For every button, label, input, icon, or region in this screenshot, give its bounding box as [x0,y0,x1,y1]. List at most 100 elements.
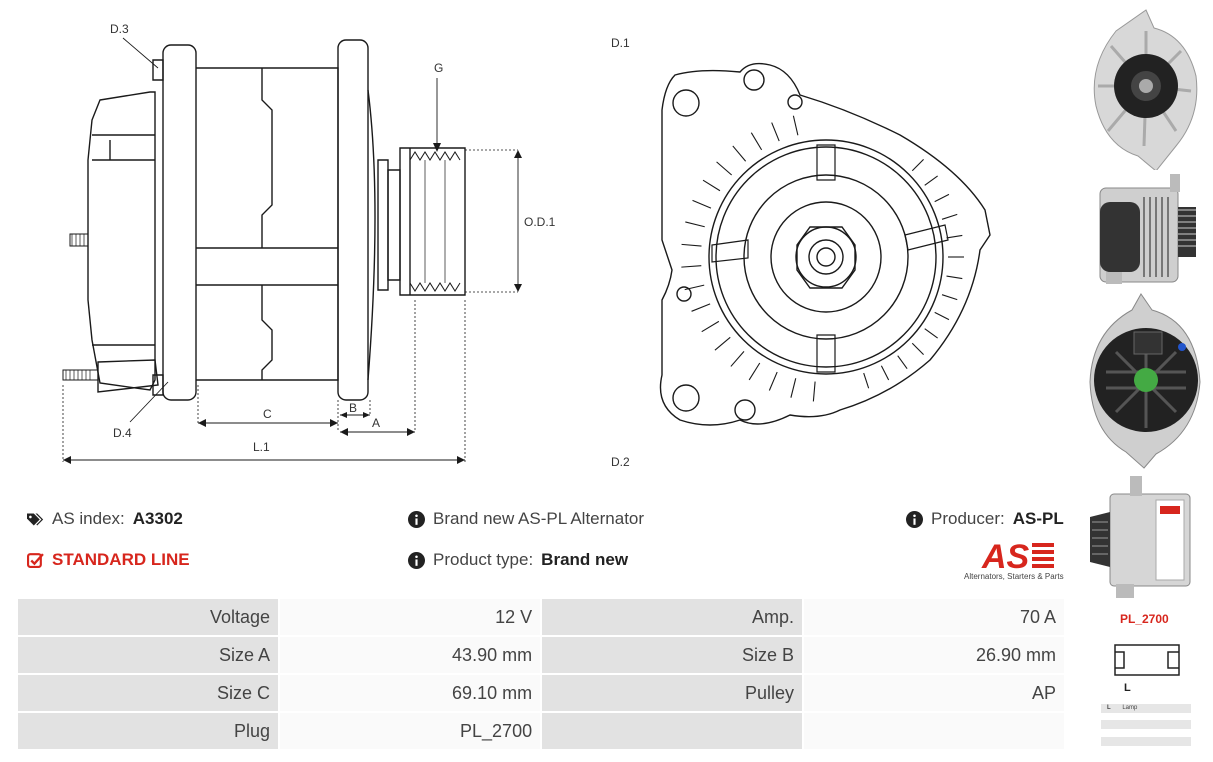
label-d2: D.2 [611,455,630,469]
spec-label: Size B [540,635,805,675]
vent-slot [750,132,763,151]
vent-slot [681,265,702,268]
product-photo-side[interactable] [1086,172,1204,290]
vent-slot [691,303,711,312]
spec-value: 69.10 mm [278,673,543,713]
label-c: C [263,407,272,421]
spec-label: Size A [15,635,281,675]
label-l1: L.1 [253,440,270,454]
spec-value: 70 A [802,597,1066,637]
spec-label: Size C [15,673,281,713]
vent-slot [771,122,780,142]
label-d3: D.3 [110,22,129,36]
info-icon [408,551,425,569]
plug-diagram [1114,644,1180,676]
plug-name: PL_2700 [1120,612,1169,626]
vent-slot [716,161,733,176]
product-type-value: Brand new [541,550,629,569]
vent-slot [714,336,731,351]
vent-slot [748,362,761,381]
vent-slot [863,372,870,389]
spec-value: AP [802,673,1066,713]
vent-slot [732,145,747,162]
label-g: G [434,61,443,75]
spec-value: PL_2700 [278,711,543,751]
pin-legend-pin: L [1107,705,1111,711]
vent-slot [880,365,890,381]
product-type-row: Product type: Brand new [408,550,628,570]
info-icon [906,510,923,528]
vent-slot [911,342,924,355]
vent-slot [812,381,816,402]
as-pl-logo: AS Alternators, Starters & Parts [960,538,1070,584]
vent-slot [685,221,705,228]
tags-icon [27,513,44,525]
vent-slot [934,311,950,321]
label-od1: O.D.1 [524,215,556,229]
vent-slot [792,115,799,136]
rear-housing [87,91,156,391]
vent-slot [911,159,924,172]
vent-slot [941,294,958,301]
front-view [659,62,991,426]
spec-value: 43.90 mm [278,635,543,675]
product-photo-label[interactable] [1086,472,1204,600]
as-index-label: AS index: [52,509,125,528]
producer-value: AS-PL [1012,509,1064,528]
pin-legend-row: L Lamp [1101,704,1191,713]
spec-label [540,711,805,751]
pulley [399,147,466,296]
as-pl-logo-mark: AS [981,538,1054,576]
vent-slot [730,350,745,367]
as-index-value: A3302 [132,509,183,528]
label-b: B [349,401,357,415]
product-type-label: Product type: [433,550,534,569]
as-index: AS index: A3302 [27,509,183,529]
spec-label: Amp. [540,597,805,637]
vent-slot [701,320,720,333]
product-line-label: STANDARD LINE [52,550,190,569]
vent-slot [934,193,950,203]
spec-label: Voltage [15,597,281,637]
pin-legend-empty-row [1101,737,1191,746]
spec-value: 12 V [278,597,543,637]
producer-label: Producer: [931,509,1005,528]
plug-pin-label: L [1124,682,1131,694]
vent-slot [946,275,963,280]
label-d4: D.4 [113,426,132,440]
product-photo-rear[interactable] [1086,292,1204,470]
vent-slot [684,284,705,291]
logo-tagline: Alternators, Starters & Parts [964,572,1064,581]
vent-slot [790,378,797,398]
vent-slot [941,213,958,220]
spec-label: Plug [15,711,281,751]
producer-row: Producer: AS-PL [906,509,1064,529]
vent-slot [946,234,963,239]
info-icon [408,510,425,528]
spec-label: Pulley [540,673,805,713]
checkbox-icon [27,552,44,568]
product-photo-front[interactable] [1086,6,1204,170]
label-d1: D.1 [611,36,630,50]
product-line: STANDARD LINE [27,550,190,570]
spec-value: 26.90 mm [802,635,1066,675]
technical-drawing: D.3 G O.D.1 C B A D.4 L.1 D.1 D.2 [62,22,991,469]
pin-legend-empty-row [1101,720,1191,729]
vent-slot [681,243,702,247]
vent-slot [768,371,778,391]
label-a: A [372,416,380,430]
pin-legend-text: Lamp [1122,705,1138,711]
description-row: Brand new AS-PL Alternator [408,509,644,529]
svg-text:AS: AS [981,538,1030,572]
vent-slot [924,328,938,339]
spec-value [802,711,1066,751]
vent-slot [897,355,908,369]
description: Brand new AS-PL Alternator [433,509,645,528]
vent-slot [924,175,938,186]
vent-slot [692,199,712,209]
